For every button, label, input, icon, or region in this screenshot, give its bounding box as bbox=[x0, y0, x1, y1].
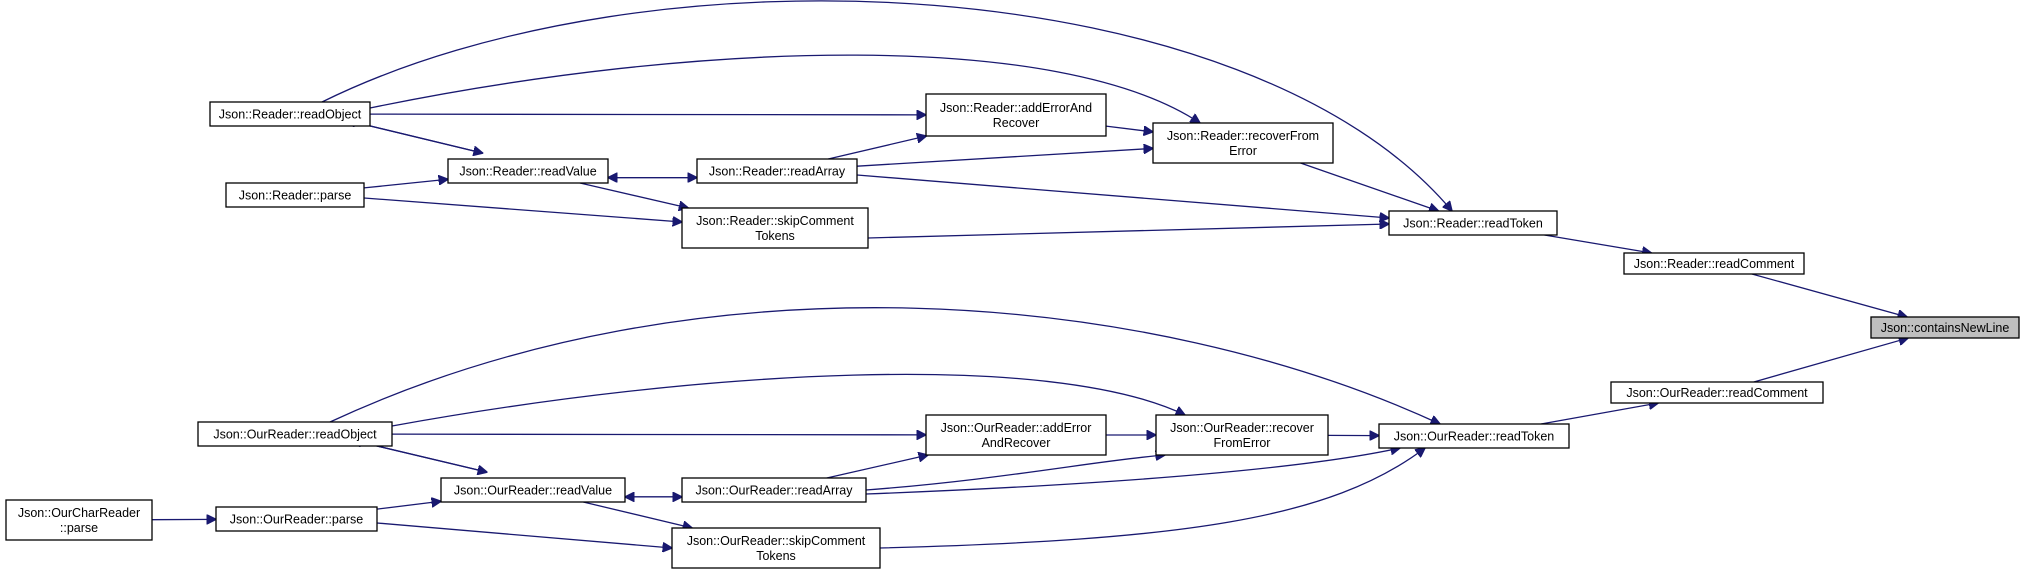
node-label: Json::OurReader::recover bbox=[1170, 421, 1314, 435]
node-label: Json::Reader::readValue bbox=[459, 165, 596, 179]
node-box bbox=[696, 158, 858, 184]
node-ourcharreader-parse[interactable]: Json::OurCharReader::parse bbox=[5, 499, 153, 541]
edge-reader-add-error-and-recover-to-reader-recover-from-error bbox=[1105, 125, 1153, 132]
node-box bbox=[925, 93, 1107, 137]
node-reader-read-comment[interactable]: Json::Reader::readComment bbox=[1623, 252, 1805, 275]
node-box bbox=[225, 182, 365, 208]
node-box bbox=[1152, 122, 1334, 164]
node-box bbox=[197, 421, 393, 447]
node-label: AndRecover bbox=[982, 436, 1051, 450]
edge-reader-read-token-to-reader-read-comment bbox=[1544, 234, 1651, 253]
node-ourreader-read-object[interactable]: Json::OurReader::readObject bbox=[197, 421, 393, 447]
node-reader-read-array[interactable]: Json::Reader::readArray bbox=[696, 158, 858, 184]
node-reader-read-value[interactable]: Json::Reader::readValue bbox=[447, 158, 609, 184]
edge-reader-read-array-to-reader-recover-from-error bbox=[856, 148, 1153, 167]
node-label: Json::OurReader::readObject bbox=[213, 428, 377, 442]
edge-ourreader-parse-to-ourreader-read-value bbox=[376, 501, 441, 510]
edge-reader-read-array-to-reader-add-error-and-recover bbox=[828, 136, 926, 160]
node-ourreader-parse[interactable]: Json::OurReader::parse bbox=[215, 506, 378, 532]
edge-ourreader-read-array-to-ourreader-read-token bbox=[865, 448, 1400, 495]
edge-reader-read-comment-to-contains-new-line bbox=[1751, 273, 1907, 317]
node-box bbox=[681, 207, 869, 249]
edge-reader-read-object-to-reader-add-error-and-recover bbox=[369, 114, 926, 115]
node-box bbox=[1610, 381, 1824, 404]
node-box bbox=[1388, 210, 1558, 236]
node-ourreader-read-array[interactable]: Json::OurReader::readArray bbox=[681, 477, 867, 503]
node-label: Json::OurReader::readValue bbox=[454, 484, 612, 498]
edge-ourreader-read-comment-to-contains-new-line bbox=[1753, 338, 1908, 383]
node-reader-read-token[interactable]: Json::Reader::readToken bbox=[1388, 210, 1558, 236]
node-reader-parse[interactable]: Json::Reader::parse bbox=[225, 182, 365, 208]
node-label: Json::OurReader::parse bbox=[230, 513, 363, 527]
node-label: Json::containsNewLine bbox=[1881, 321, 2010, 335]
node-label: Tokens bbox=[755, 229, 795, 243]
edge-ourreader-read-token-to-ourreader-read-comment bbox=[1540, 403, 1658, 425]
edge-ourreader-parse-to-ourreader-skip-comment-tokens bbox=[376, 522, 672, 548]
edge-ourreader-read-object-to-ourreader-recover-from-error bbox=[391, 373, 1185, 427]
node-box bbox=[440, 477, 626, 503]
node-label: Json::Reader::readArray bbox=[709, 165, 846, 179]
node-label: Json::Reader::skipComment bbox=[696, 214, 854, 228]
edge-reader-read-object-to-reader-recover-from-error bbox=[369, 54, 1200, 123]
node-label: Json::OurCharReader bbox=[18, 506, 140, 520]
node-ourreader-read-comment[interactable]: Json::OurReader::readComment bbox=[1610, 381, 1824, 404]
node-label: Json::Reader::readToken bbox=[1403, 217, 1543, 231]
node-label: Json::OurReader::skipComment bbox=[687, 534, 866, 548]
node-label: Tokens bbox=[756, 549, 796, 563]
node-label: Recover bbox=[993, 116, 1040, 130]
edge-ourreader-read-value-to-ourreader-skip-comment-tokens bbox=[583, 501, 692, 528]
edge-reader-parse-to-reader-read-value bbox=[363, 179, 448, 189]
edge-reader-recover-from-error-to-reader-read-token bbox=[1300, 162, 1439, 211]
node-label: Json::OurReader::addError bbox=[941, 421, 1092, 435]
edge-ourreader-read-array-to-ourreader-add-error-and-recover bbox=[826, 455, 928, 479]
node-label: ::parse bbox=[60, 521, 98, 535]
edge-ourreader-read-array-to-ourreader-recover-from-error bbox=[865, 455, 1165, 491]
nodes-layer: Json::containsNewLine Json::Reader::readC… bbox=[5, 93, 2020, 569]
node-ourreader-read-value[interactable]: Json::OurReader::readValue bbox=[440, 477, 626, 503]
node-label: Json::OurReader::readComment bbox=[1626, 386, 1808, 400]
node-label: Json::Reader::parse bbox=[239, 189, 352, 203]
node-box bbox=[1870, 316, 2020, 339]
node-ourreader-read-token[interactable]: Json::OurReader::readToken bbox=[1378, 423, 1570, 449]
node-box bbox=[1378, 423, 1570, 449]
node-box bbox=[1155, 414, 1329, 456]
edge-reader-parse-to-reader-skip-comment-tokens bbox=[363, 197, 682, 222]
node-box bbox=[215, 506, 378, 532]
edge-ourreader-read-object-to-ourreader-read-token bbox=[329, 307, 1440, 424]
node-label: Json::Reader::readComment bbox=[1634, 257, 1795, 271]
node-label: FromError bbox=[1214, 436, 1271, 450]
node-box bbox=[5, 499, 153, 541]
node-label: Json::OurReader::readArray bbox=[695, 484, 853, 498]
node-box bbox=[209, 101, 371, 127]
edge-ourreader-read-object-to-ourreader-add-error-and-recover bbox=[391, 434, 926, 435]
node-label: Json::Reader::recoverFrom bbox=[1167, 129, 1319, 143]
node-label: Json::Reader::readObject bbox=[219, 108, 362, 122]
node-label: Json::OurReader::readToken bbox=[1394, 430, 1555, 444]
node-box bbox=[671, 527, 881, 569]
node-label: Json::Reader::addErrorAnd bbox=[940, 101, 1092, 115]
node-reader-read-object[interactable]: Json::Reader::readObject bbox=[209, 101, 371, 127]
edge-reader-read-object-to-reader-read-token bbox=[321, 0, 1452, 211]
node-label: Error bbox=[1229, 144, 1257, 158]
node-box bbox=[681, 477, 867, 503]
edge-ourreader-skip-comment-tokens-to-ourreader-read-token bbox=[879, 448, 1425, 549]
edge-reader-read-array-to-reader-read-token bbox=[856, 174, 1389, 218]
edge-reader-skip-comment-tokens-to-reader-read-token bbox=[867, 224, 1389, 239]
node-contains-new-line[interactable]: Json::containsNewLine bbox=[1870, 316, 2020, 339]
node-box bbox=[925, 414, 1107, 456]
node-box bbox=[1623, 252, 1805, 275]
edge-reader-read-value-to-reader-skip-comment-tokens bbox=[579, 182, 688, 208]
node-box bbox=[447, 158, 609, 184]
